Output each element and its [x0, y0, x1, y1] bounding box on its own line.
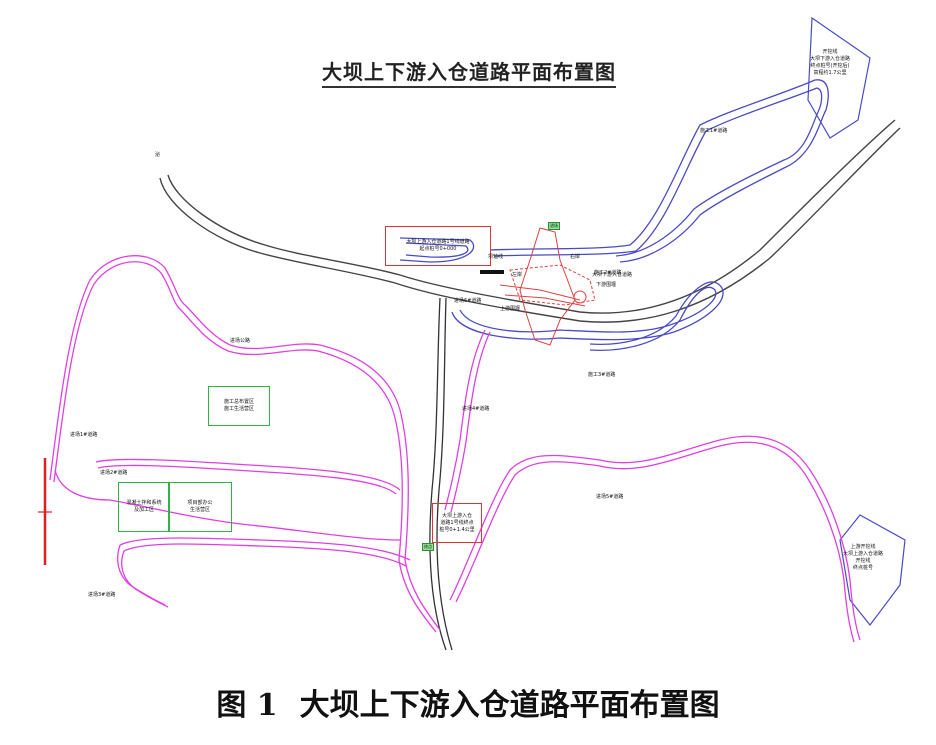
- dam-site: [499, 227, 596, 346]
- project-office-box: 项目部办公 生活营区: [168, 482, 232, 532]
- pink-road-label-2: 进场1#道路: [70, 432, 98, 438]
- pink-road-label-1: 进场公路: [230, 338, 251, 344]
- project-office-line-2: 生活营区: [189, 507, 210, 513]
- blue-road-label-2: 施工2#道路: [594, 270, 622, 276]
- blue-boundary-bottom: [839, 514, 906, 626]
- right-blue-line-1: 上游开挖线: [850, 544, 876, 550]
- construction-area-line-2: 施工生活营区: [223, 406, 254, 412]
- downstream-top-line-2: 大坝下游入仓道路: [809, 56, 850, 62]
- concrete-plant-box: 混凝土拌和系统 及加工区: [118, 482, 170, 532]
- concrete-plant-line-1: 混凝土拌和系统: [126, 500, 162, 506]
- blue-boundary-top: [807, 16, 871, 139]
- pink-road-label-4: 进场3#道路: [88, 592, 116, 598]
- road-layout-map: [38, 16, 906, 651]
- river-channel: [159, 119, 901, 323]
- mid-road-line-2: 道路1号线终点: [440, 519, 474, 526]
- upstream-road-label-box: 大坝上游入仓道路1号线道路 起点桩号0+000: [385, 226, 491, 266]
- project-office-line-1: 项目部办公: [187, 500, 213, 506]
- downstream-cofferdam-label: 下游围堰: [596, 282, 617, 288]
- black-road: [429, 297, 453, 651]
- left-bank-label: 左岸: [512, 272, 523, 278]
- north-marker: 泌: [155, 152, 161, 158]
- figure-number: 图 1: [216, 688, 278, 723]
- upstream-road-label-2: 起点桩号0+000: [419, 246, 457, 252]
- upstream-road-label-1: 大坝上游入仓道路1号线道路: [406, 239, 470, 245]
- figure-caption-text: 大坝上下游入仓道路平面布置图: [299, 688, 720, 723]
- figure-caption: 图 1 大坝上下游入仓道路平面布置图: [0, 680, 936, 724]
- downstream-top-line-3: 终点桩号(开挖后): [810, 63, 850, 69]
- left-red-boundary: [38, 458, 52, 565]
- right-bank-label: 右岸: [570, 254, 581, 260]
- mid-road-line-1: 大坝上游入仓: [441, 512, 472, 519]
- pink-road-label-7: 进场6#道路: [454, 298, 482, 304]
- concrete-plant-line-2: 及加工区: [133, 507, 154, 513]
- downstream-top-label: 开挖线 大坝下游入仓道路 终点桩号(开挖后) 高程约1.7公里: [800, 40, 860, 86]
- dam-axis-label: 坝轴线: [488, 254, 504, 260]
- black-marker-bar: [480, 270, 504, 274]
- right-blue-line-4: 终点桩号: [852, 565, 873, 571]
- dam-spill-label: 大坝下游入仓道路: [592, 272, 633, 278]
- construction-area-box: 施工总布置区 施工生活营区: [208, 386, 270, 426]
- blue-roads: [399, 79, 829, 351]
- pink-road-label-6: 进场5#道路: [596, 494, 624, 500]
- downstream-top-line-1: 开挖线: [822, 49, 838, 55]
- right-blue-line-3: 开挖线: [855, 558, 871, 564]
- green-tag-bottom: 终点: [422, 543, 434, 551]
- blue-road-label-1: 施工1#道路: [700, 128, 728, 134]
- mid-road-line-3: 桩号0+1.4公里: [439, 526, 475, 533]
- right-blue-line-2: 大坝上游入仓道路: [842, 551, 883, 557]
- blue-road-label-3: 施工3#道路: [588, 372, 616, 378]
- pink-road-label-3: 进场2#道路: [100, 470, 128, 476]
- upstream-cofferdam-label: 上游围堰: [500, 306, 521, 312]
- pink-road-label-5: 进场4#道路: [462, 406, 490, 412]
- mid-road-label-box: 大坝上游入仓 道路1号线终点 桩号0+1.4公里: [432, 503, 482, 543]
- map-title: 大坝上下游入仓道路平面布置图: [322, 56, 616, 88]
- downstream-top-line-4: 高程约1.7公里: [813, 70, 847, 76]
- pink-roads: [49, 255, 861, 643]
- right-blue-label: 上游开挖线 大坝上游入仓道路 开挖线 终点桩号: [838, 538, 888, 578]
- construction-area-line-1: 施工总布置区: [223, 399, 254, 405]
- green-tag-top: 进场: [548, 222, 560, 230]
